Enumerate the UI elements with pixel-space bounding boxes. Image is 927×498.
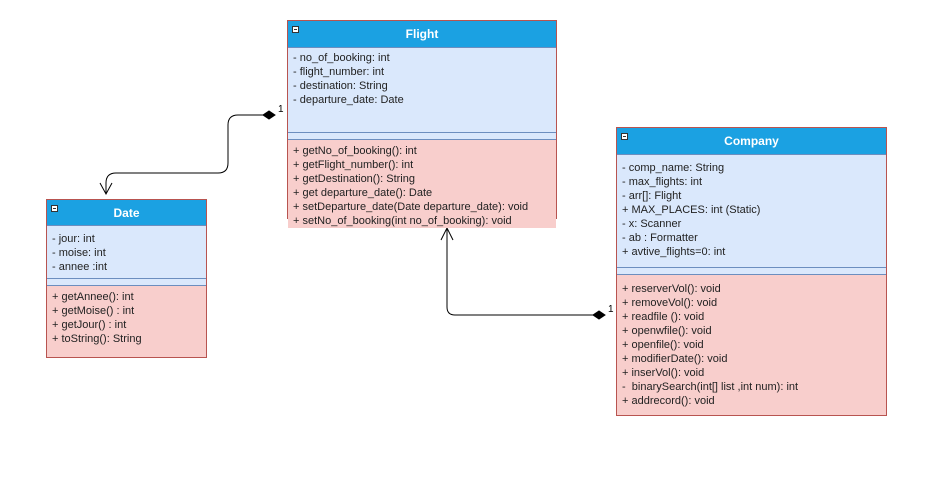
company-flight-composition-line [446,229,593,316]
date-class[interactable]: Date - jour: int - moise: int - annee :i… [46,199,207,358]
flight-class[interactable]: Flight - no_of_booking: int - flight_num… [287,20,557,228]
operation: + readfile (): void [622,311,705,323]
attribute: - comp_name: String [622,162,725,174]
attribute: - annee :int [52,261,108,273]
operation: + setDeparture_date(Date departure_date)… [293,201,529,213]
operation: + getJour() : int [52,319,127,331]
collapse-icon[interactable] [292,26,299,33]
flight-date-composition-line [105,114,263,193]
attribute: - max_flights: int [622,176,703,188]
company-flight-arrowhead [440,226,454,241]
operation: + addrecord(): void [622,395,715,407]
operation: + getAnnee(): int [52,291,134,303]
flight-separator [288,132,556,140]
operation: + toString(): String [52,333,142,345]
operation: - binarySearch(int[] list ,int num): int [622,381,799,393]
collapse-icon[interactable] [621,133,628,140]
operation: + setNo_of_booking(int no_of_booking): v… [293,215,512,227]
flight-date-multiplicity: 1 [278,104,284,115]
flight-class-header[interactable]: Flight [288,21,556,48]
flight-class-name: Flight [405,27,439,41]
attribute: - x: Scanner [622,218,682,230]
flight-date-diamond [262,110,276,120]
attribute: + MAX_PLACES: int (Static) [622,204,761,216]
operation: + getDestination(): String [293,173,415,185]
attribute: - no_of_booking: int [293,52,390,64]
attribute: - ab : Formatter [622,232,698,244]
operation: + removeVol(): void [622,297,718,309]
company-class[interactable]: Company - comp_name: String - max_flight… [616,127,887,416]
attribute: + avtive_flights=0: int [622,246,726,258]
operation: + reserverVol(): void [622,283,721,295]
operation: + getNo_of_booking(): int [293,145,417,157]
company-attributes: - comp_name: String - max_flights: int -… [617,155,886,267]
date-class-name: Date [113,206,140,220]
attribute: - jour: int [52,233,95,245]
flight-attributes: - no_of_booking: int - flight_number: in… [288,48,556,132]
attribute: - arr[]: Flight [622,190,682,202]
collapse-icon[interactable] [51,205,58,212]
date-class-header[interactable]: Date [47,200,206,226]
operation: + openwfile(): void [622,325,712,337]
company-separator [617,267,886,275]
flight-date-arrowhead [99,182,113,196]
operation: + getFlight_number(): int [293,159,414,171]
flight-operations: + getNo_of_booking(): int + getFlight_nu… [288,140,556,228]
attribute: - destination: String [293,80,388,92]
date-operations: + getAnnee(): int + getMoise() : int + g… [47,286,206,346]
attribute: - moise: int [52,247,106,259]
attribute: - flight_number: int [293,66,385,78]
operation: + getMoise() : int [52,305,135,317]
date-separator [47,278,206,286]
company-class-name: Company [724,134,779,148]
operation: + modifierDate(): void [622,353,728,365]
operation: + get departure_date(): Date [293,187,433,199]
operation: + inserVol(): void [622,367,705,379]
company-class-header[interactable]: Company [617,128,886,155]
date-attributes: - jour: int - moise: int - annee :int [47,226,206,278]
attribute: - departure_date: Date [293,94,404,106]
operation: + openfile(): void [622,339,704,351]
company-flight-diamond [592,310,606,320]
company-flight-multiplicity: 1 [608,304,614,315]
company-operations: + reserverVol(): void + removeVol(): voi… [617,275,886,408]
